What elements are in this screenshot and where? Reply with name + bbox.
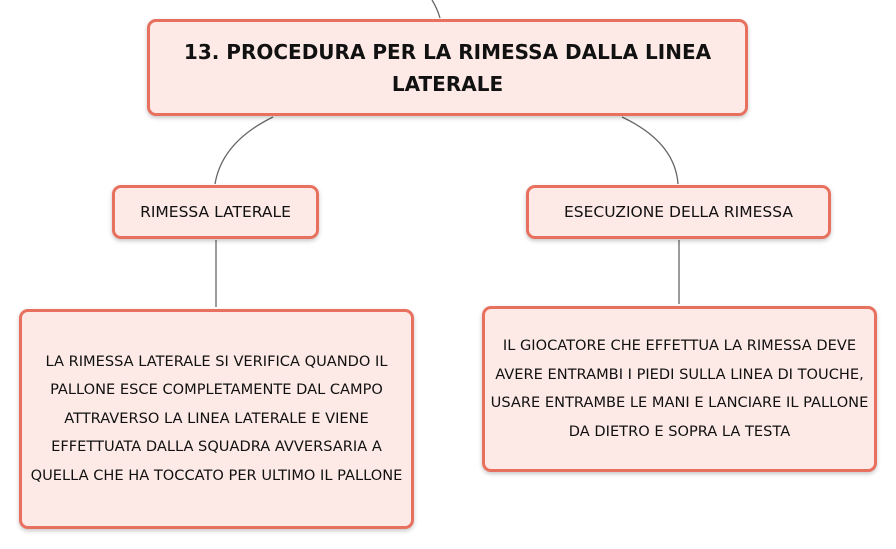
topic-label-rimessa-laterale: RIMESSA LATERALE — [140, 203, 291, 221]
connector-root-to-rimessa-laterale — [214, 116, 274, 185]
detail-text-rimessa-laterale: LA RIMESSA LATERALE SI VERIFICA QUANDO I… — [30, 352, 403, 484]
topic-node-esecuzione-rimessa[interactable]: ESECUZIONE DELLA RIMESSA — [526, 185, 831, 239]
root-topic-title: 13. PROCEDURA PER LA RIMESSA DALLA LINEA… — [183, 39, 712, 96]
detail-node-rimessa-laterale[interactable]: LA RIMESSA LATERALE SI VERIFICA QUANDO I… — [19, 309, 414, 529]
connector-parent-to-root — [431, 0, 441, 19]
topic-node-rimessa-laterale[interactable]: RIMESSA LATERALE — [112, 185, 319, 239]
connector-root-to-esecuzione — [621, 116, 679, 185]
topic-label-esecuzione-rimessa: ESECUZIONE DELLA RIMESSA — [564, 203, 793, 221]
detail-node-esecuzione-rimessa[interactable]: IL GIOCATORE CHE EFFETTUA LA RIMESSA DEV… — [482, 306, 877, 472]
root-topic-node[interactable]: 13. PROCEDURA PER LA RIMESSA DALLA LINEA… — [147, 19, 748, 116]
detail-text-esecuzione-rimessa: IL GIOCATORE CHE EFFETTUA LA RIMESSA DEV… — [490, 337, 869, 440]
